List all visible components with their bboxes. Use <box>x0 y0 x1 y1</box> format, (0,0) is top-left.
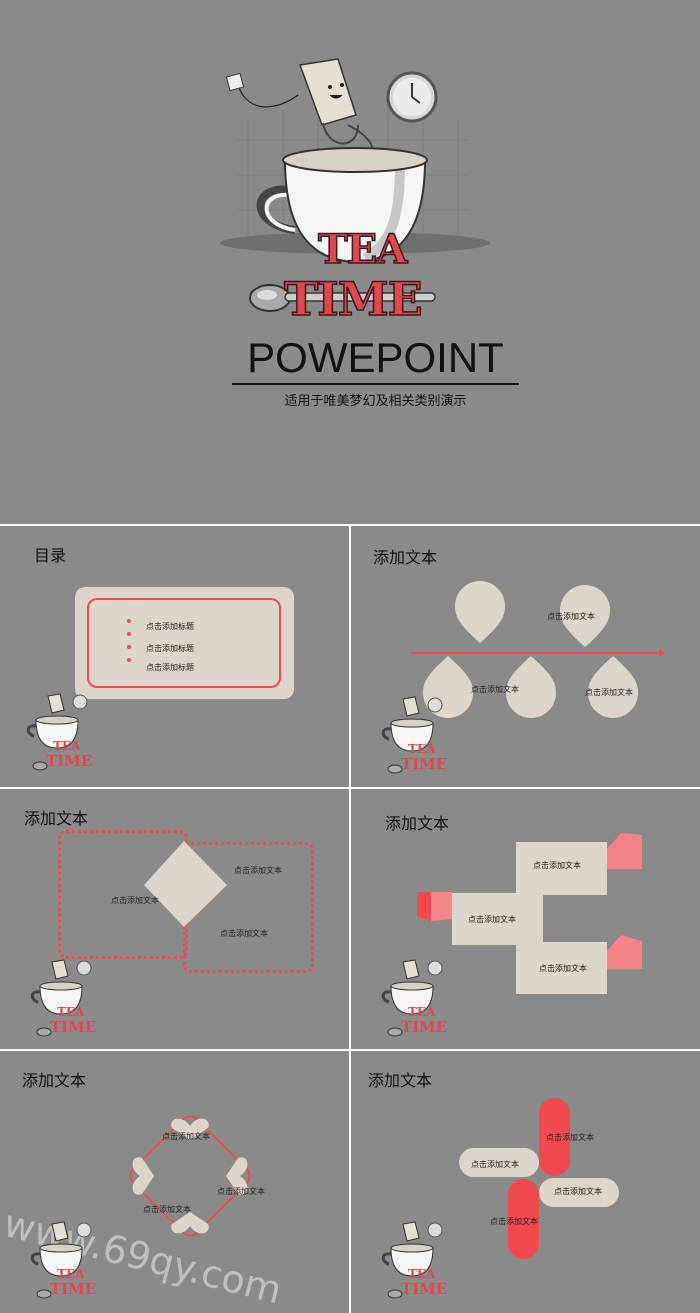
heart-diamond-shape <box>129 1115 251 1237</box>
pill-beige-left <box>459 1148 539 1177</box>
mini-logo-tea: TEA <box>53 739 81 753</box>
pill-label-3[interactable]: 点击添加文本 <box>554 1187 602 1196</box>
spoon-image <box>249 284 436 312</box>
pill-label-4[interactable]: 点击添加文本 <box>490 1217 538 1226</box>
step-box-1 <box>516 842 607 895</box>
diamond-shape <box>144 841 227 927</box>
toc-item-2[interactable]: 点击添加标题 <box>146 644 194 653</box>
cover-title-underline <box>232 383 519 385</box>
tea-bag-character <box>225 58 373 151</box>
toc-item-3[interactable]: 点击添加标题 <box>146 663 194 672</box>
pill-label-2[interactable]: 点击添加文本 <box>471 1160 519 1169</box>
cover-title: POWEPOINT <box>247 334 504 381</box>
mini-logo-time: TIME <box>401 1018 448 1036</box>
box-label-3[interactable]: 点击添加文本 <box>220 929 268 938</box>
slide-title: 添加文本 <box>385 814 450 833</box>
toc-bullet <box>127 632 131 636</box>
mini-logo-tea: TEA <box>408 742 436 756</box>
slide-title: 添加文本 <box>373 548 438 567</box>
heart-label-top[interactable]: 点击添加文本 <box>162 1132 210 1141</box>
mini-logo: TEA TIME <box>30 954 100 1044</box>
mini-logo-tea: TEA <box>57 1005 85 1019</box>
mini-logo: TEA TIME <box>30 1216 100 1306</box>
pill-red-bottom <box>508 1179 539 1259</box>
mini-logo: TEA TIME <box>26 688 96 778</box>
pill-label-1[interactable]: 点击添加文本 <box>546 1133 594 1142</box>
step-label-2[interactable]: 点击添加文本 <box>468 915 516 924</box>
step-label-3[interactable]: 点击添加文本 <box>539 964 587 973</box>
toc-panel <box>75 587 294 699</box>
box-label-1[interactable]: 点击添加文本 <box>111 896 159 905</box>
heart-label-bottom[interactable]: 点击添加文本 <box>143 1205 191 1214</box>
timeline-label-2[interactable]: 点击添加文本 <box>471 685 519 694</box>
step-3d-tabs <box>417 833 642 969</box>
timeline-label-3[interactable]: 点击添加文本 <box>585 688 633 697</box>
step-label-1[interactable]: 点击添加文本 <box>533 861 581 870</box>
mini-logo-time: TIME <box>50 1280 97 1298</box>
cover-subtitle: 适用于唯美梦幻及相关类别演示 <box>284 394 467 409</box>
slide-timeline: 添加文本 点击添加文本 点击添加文本 点击添加文本 TEA TIME <box>351 526 700 787</box>
mini-logo: TEA TIME <box>381 691 451 781</box>
mini-logo-tea: TEA <box>408 1005 436 1019</box>
toc-item-1[interactable]: 点击添加标题 <box>146 622 194 631</box>
box-label-2[interactable]: 点击添加文本 <box>234 866 282 875</box>
logo-time-text: TIME <box>283 271 423 327</box>
mini-logo-time: TIME <box>50 1018 97 1036</box>
slide-title: 添加文本 <box>24 809 89 828</box>
slide-toc: 目录 点击添加标题 点击添加标题 点击添加标题 TEA TIME <box>0 526 349 787</box>
toc-bullet <box>127 645 131 649</box>
logo-tea-text: TEA <box>317 225 408 274</box>
slide-title: 添加文本 <box>368 1071 433 1090</box>
toc-bullet <box>127 619 131 623</box>
mini-logo: TEA TIME <box>381 1216 451 1306</box>
heart-label-right[interactable]: 点击添加文本 <box>217 1187 265 1196</box>
slide-title: 目录 <box>34 546 67 565</box>
teacup-image <box>256 147 428 264</box>
step-box-2 <box>452 893 543 945</box>
toc-bullet <box>127 658 131 662</box>
slide-steps: 添加文本 点击添加文本 点击添加文本 点击添加文本 TEA TIME <box>351 789 700 1049</box>
slide-title: 添加文本 <box>22 1071 87 1090</box>
mini-logo-tea: TEA <box>408 1267 436 1281</box>
timeline-label-1[interactable]: 点击添加文本 <box>547 612 595 621</box>
slide-heart-diamond: 添加文本 点击添加文本 点击添加文本 点击添加文本 www.69qy.com T… <box>0 1051 349 1313</box>
mini-logo-time: TIME <box>46 752 93 770</box>
cover-slide: TEA TIME POWEPOINT 适用于唯美梦幻及相关类别演示 <box>0 0 700 524</box>
slide-pills: 添加文本 点击添加文本 点击添加文本 点击添加文本 点击添加文本 TEA TIM… <box>351 1051 700 1313</box>
mini-logo-time: TIME <box>401 755 448 773</box>
slide-dotted-boxes: 添加文本 点击添加文本 点击添加文本 点击添加文本 TEA TIME <box>0 789 349 1049</box>
mini-logo: TEA TIME <box>381 954 451 1044</box>
step-box-3 <box>516 942 607 994</box>
pill-red-top <box>539 1098 570 1176</box>
mini-logo-time: TIME <box>401 1280 448 1298</box>
clock-icon <box>386 71 438 123</box>
mini-logo-tea: TEA <box>57 1267 85 1281</box>
toc-frame <box>87 598 281 688</box>
pill-beige-right <box>539 1178 619 1207</box>
